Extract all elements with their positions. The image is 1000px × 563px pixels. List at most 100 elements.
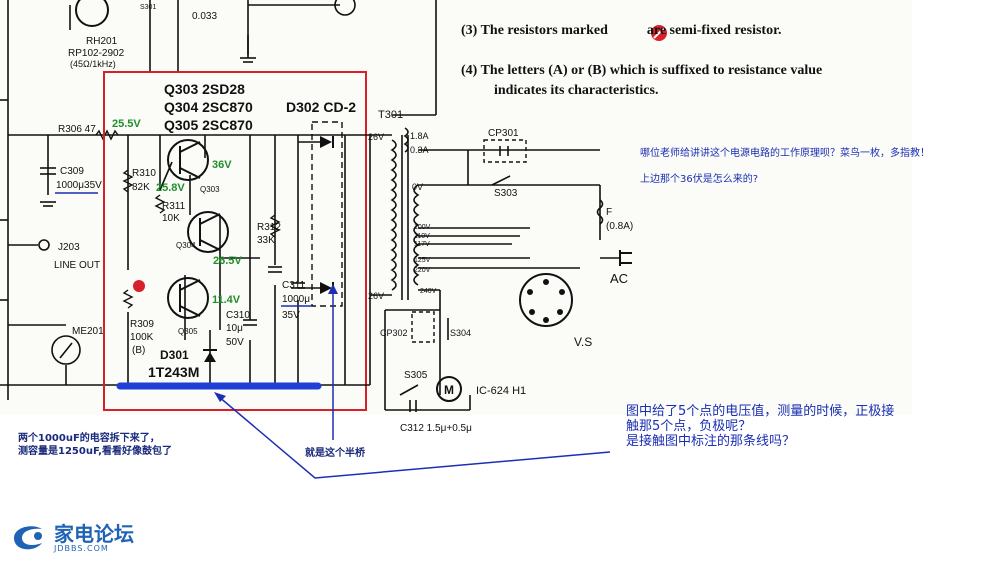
rh201-label: RH201 — [86, 36, 118, 47]
c311-voltage: 35V — [282, 310, 300, 321]
logo-name: 家电论坛 — [54, 521, 134, 546]
question-36v-source: 上边那个36伏是怎么来的? — [640, 174, 759, 185]
me201-label: ME201 — [72, 326, 104, 337]
t-220v: 220V — [414, 267, 431, 274]
s303-switch — [491, 175, 511, 186]
t-110v: 110V — [414, 233, 430, 240]
logo-swirl-icon — [14, 526, 42, 550]
question-measurement-line-2: 触那5个点，负极呢？ — [626, 419, 752, 434]
s301-label: S301 — [140, 4, 156, 11]
r310-value: 82K — [132, 182, 150, 193]
rh201-symbol — [75, 0, 109, 27]
r312-label: R312 — [257, 222, 281, 233]
semi-fixed-resistor-icon-slash — [653, 27, 665, 39]
q303-tag: Q303 — [200, 185, 220, 194]
r311-value: 10K — [162, 213, 180, 224]
j203-jack — [38, 239, 50, 251]
note-4-line-1: (4) The letters (A) or (B) which is suff… — [461, 63, 823, 78]
motor-label: M — [444, 383, 454, 397]
t-26v-bottom: 26V — [368, 291, 384, 301]
t-0-3a: 0.3A — [410, 145, 429, 155]
j203-label: J203 — [58, 242, 80, 253]
cp302-label: CP302 — [380, 328, 408, 338]
note-3-post: are semi-fixed resistor. — [646, 23, 782, 38]
t-125v: 125V — [414, 257, 431, 264]
note-4-line-2: indicates its characteristics. — [494, 83, 659, 98]
voltage-selector — [519, 273, 573, 327]
fuse-rating: (0.8A) — [606, 221, 633, 232]
s305-label: S305 — [404, 370, 428, 381]
c310-voltage: 50V — [226, 337, 244, 348]
r311-label: R311 — [162, 201, 186, 212]
half-bridge-note: 就是这个半桥 — [305, 448, 365, 459]
d302-dashed-box — [311, 121, 343, 307]
q305-symbol — [167, 277, 209, 319]
ground-symbols — [40, 57, 256, 207]
r309-value: 100K — [130, 332, 154, 343]
s305-switch — [399, 384, 419, 396]
q305-tag: Q305 — [178, 327, 198, 336]
question-measurement-line-3: 是接触图中标注的那条线吗？ — [626, 434, 796, 449]
cp301-label: CP301 — [488, 128, 519, 139]
regulator-capacitors — [243, 266, 305, 326]
voltage-readings: 25.5V 36V 25.8V 26.5V 11.4V — [112, 118, 242, 306]
c309-symbol — [40, 167, 56, 175]
r309-type: (B) — [132, 345, 145, 356]
regulator-resistors — [122, 169, 281, 309]
scanned-page — [0, 0, 912, 415]
q304-tag: Q304 — [176, 241, 196, 250]
t-0v: 0V — [412, 182, 423, 192]
me201-needle — [59, 342, 73, 359]
note-3-pre: (3) The resistors marked — [461, 23, 608, 38]
capacitor-note: 两个1000uF的电容拆下来了， 测容量是1250uF,看看好像鼓包了 — [18, 432, 172, 458]
logo-domain: JDBBS.COM — [54, 543, 109, 553]
t-240v: 240V — [420, 288, 437, 295]
c309-value: 1000μ35V — [56, 180, 102, 191]
r309-label: R309 — [130, 319, 154, 330]
c310-label: C310 — [226, 310, 250, 321]
d301-label: D301 — [160, 348, 189, 362]
t-100v: 100V — [414, 224, 431, 231]
transformer-wiring — [370, 0, 620, 411]
c311-label: C311 — [282, 280, 306, 291]
r306-resistor — [95, 129, 119, 141]
q303-symbol — [167, 139, 209, 181]
t-26v-top: 26V — [368, 132, 384, 142]
arrow-head-ground — [214, 392, 226, 402]
d302-diode-bottom — [320, 282, 332, 294]
d302-diode-top — [320, 136, 332, 148]
me201-meter — [51, 335, 81, 365]
transformer-coils — [390, 127, 420, 300]
question-measurement-line-1: 图中给了5个点的电压值，测量的时候，正极接 — [626, 404, 895, 419]
capacitor-note-line-2: 测容量是1250uF,看看好像鼓包了 — [18, 446, 172, 457]
fuse-label: F — [606, 207, 612, 218]
r306-label: R306 47 — [58, 124, 96, 135]
q304-symbol — [187, 211, 229, 253]
voltage-25-8: 25.8V — [156, 182, 185, 194]
regulator-wiring — [127, 134, 371, 386]
site-logo[interactable]: 家电论坛 JDBBS.COM — [8, 518, 134, 558]
q304-model: Q304 2SC870 — [164, 99, 253, 115]
c310-value: 10μ — [226, 323, 243, 334]
rp102-label: RP102-2902 — [68, 48, 125, 59]
t-117v: 117V — [414, 241, 430, 248]
t-1-8a: 1.8A — [410, 131, 429, 141]
semi-fixed-marker-dot — [133, 280, 145, 292]
arrow-head-bridge — [328, 284, 338, 294]
question-measurement: 图中给了5个点的电压值，测量的时候，正极接 触那5个点，负极呢？ 是接触图中标注… — [626, 404, 894, 449]
transistors — [167, 139, 229, 319]
s304-label: S304 — [450, 328, 471, 338]
annotation-arrows — [217, 290, 611, 479]
d302-model: D302 CD-2 — [286, 99, 356, 115]
r310-label: R310 — [132, 168, 156, 179]
top-meter-symbol — [334, 0, 356, 16]
q305-model: Q305 2SC870 — [164, 117, 253, 133]
cp301-box — [483, 139, 527, 163]
voltage-selector-label: V.S — [574, 335, 592, 349]
t301-label: T301 — [378, 109, 403, 121]
c309-label: C309 — [60, 166, 84, 177]
d301-model: 1T243M — [148, 364, 199, 380]
q303-model: Q303 2SD28 — [164, 81, 245, 97]
c311-value: 1000μ — [282, 294, 310, 305]
